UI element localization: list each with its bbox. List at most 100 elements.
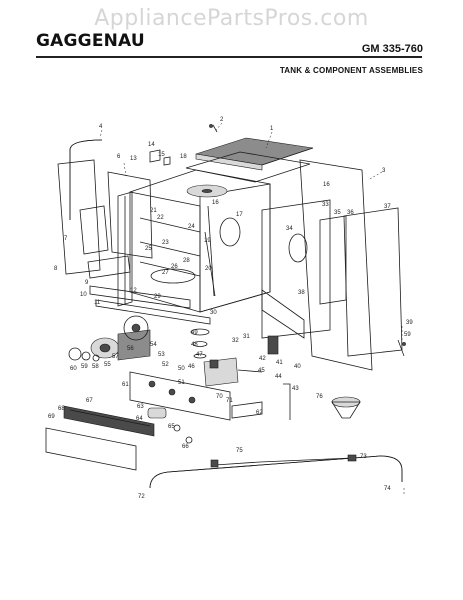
callout-8: 8 bbox=[54, 266, 58, 272]
callout-62: 62 bbox=[256, 410, 263, 416]
callout-35: 35 bbox=[334, 210, 341, 216]
callout-11: 11 bbox=[94, 300, 101, 306]
callout-27: 27 bbox=[162, 270, 169, 276]
part-vent-hose[interactable] bbox=[69, 139, 103, 220]
part-drain-tube[interactable] bbox=[283, 383, 291, 420]
callout-65: 65 bbox=[168, 424, 175, 430]
part-rear-bracket[interactable] bbox=[319, 215, 347, 305]
part-funnel[interactable] bbox=[331, 396, 361, 419]
callout-20: 20 bbox=[205, 266, 212, 272]
section-title: TANK & COMPONENT ASSEMBLIES bbox=[279, 66, 423, 75]
part-left-side-panel[interactable] bbox=[107, 171, 153, 259]
brand-logo: GAGGENAU bbox=[36, 31, 145, 51]
callout-46: 46 bbox=[188, 364, 195, 370]
callout-73: 73 bbox=[360, 454, 367, 460]
callout-69: 69 bbox=[48, 414, 55, 420]
callout-22: 22 bbox=[157, 215, 164, 221]
callout-74: 74 bbox=[384, 486, 391, 492]
callout-48: 48 bbox=[191, 342, 198, 348]
callout-59b: 59 bbox=[404, 332, 411, 338]
part-circulation-pump[interactable] bbox=[90, 315, 151, 361]
part-left-bracket[interactable] bbox=[79, 205, 131, 279]
callout-30: 30 bbox=[210, 310, 217, 316]
part-power-cord[interactable] bbox=[210, 454, 357, 468]
callout-33: 33 bbox=[322, 202, 329, 208]
callout-59: 59 bbox=[81, 364, 88, 370]
callout-56: 56 bbox=[127, 346, 134, 352]
callout-25: 25 bbox=[145, 246, 152, 252]
callout-55: 55 bbox=[104, 362, 111, 368]
part-control-bracket[interactable] bbox=[129, 371, 263, 421]
part-clips[interactable] bbox=[149, 124, 218, 166]
callout-2: 2 bbox=[220, 117, 224, 123]
callout-15: 15 bbox=[158, 152, 165, 158]
part-capacitor[interactable] bbox=[147, 407, 167, 419]
callout-45: 45 bbox=[258, 368, 265, 374]
callout-63: 63 bbox=[137, 404, 144, 410]
callout-75: 75 bbox=[236, 448, 243, 454]
part-inlet-hose[interactable] bbox=[149, 455, 403, 489]
callout-31: 31 bbox=[243, 334, 250, 340]
part-right-side-panel[interactable] bbox=[299, 159, 373, 371]
callout-26: 26 bbox=[171, 264, 178, 270]
part-right-outer-panel[interactable] bbox=[343, 207, 403, 357]
callout-38: 38 bbox=[298, 290, 305, 296]
callout-68: 68 bbox=[58, 406, 65, 412]
callout-50: 50 bbox=[178, 366, 185, 372]
callout-51: 51 bbox=[178, 380, 185, 386]
part-rack-rails[interactable] bbox=[139, 205, 216, 297]
callout-13: 13 bbox=[130, 156, 137, 162]
callout-44: 44 bbox=[275, 374, 282, 380]
callout-34: 34 bbox=[286, 226, 293, 232]
callout-54: 54 bbox=[150, 342, 157, 348]
callout-39: 39 bbox=[406, 320, 413, 326]
callout-29: 29 bbox=[154, 294, 161, 300]
callout-64: 64 bbox=[136, 416, 143, 422]
watermark-text: AppliancePartsPros.com bbox=[94, 6, 369, 31]
callout-18: 18 bbox=[180, 154, 187, 160]
part-screw[interactable] bbox=[397, 339, 406, 357]
part-kick-plate[interactable] bbox=[45, 405, 155, 471]
callout-61: 61 bbox=[122, 382, 129, 388]
part-left-skin[interactable] bbox=[57, 159, 101, 275]
callout-42: 42 bbox=[259, 356, 266, 362]
callout-41: 41 bbox=[276, 360, 283, 366]
callout-12: 12 bbox=[130, 288, 137, 294]
part-top-insulation[interactable] bbox=[185, 151, 311, 183]
callout-1: 1 bbox=[270, 126, 274, 132]
callout-24: 24 bbox=[188, 224, 195, 230]
leader-lines bbox=[99, 122, 405, 496]
callout-36: 36 bbox=[347, 210, 354, 216]
part-base-rail[interactable] bbox=[89, 285, 211, 325]
model-number: GM 335-760 bbox=[361, 43, 423, 55]
part-top-cover[interactable] bbox=[195, 137, 314, 171]
callout-66: 66 bbox=[182, 444, 189, 450]
callout-21: 21 bbox=[150, 208, 157, 214]
callout-57: 57 bbox=[112, 354, 119, 360]
callout-labels: 1 2 3 4 6 7 8 9 10 11 12 13 14 15 16 16 … bbox=[48, 117, 413, 500]
callout-7: 7 bbox=[64, 236, 68, 242]
callout-32: 32 bbox=[232, 338, 239, 344]
callout-47: 47 bbox=[196, 352, 203, 358]
part-water-softener[interactable] bbox=[190, 328, 263, 387]
callout-23: 23 bbox=[162, 240, 169, 246]
callout-9: 9 bbox=[85, 280, 89, 286]
part-door-frame[interactable] bbox=[117, 191, 133, 307]
callout-16b: 16 bbox=[212, 200, 219, 206]
callout-72: 72 bbox=[138, 494, 145, 500]
callout-43: 43 bbox=[292, 386, 299, 392]
callout-67: 67 bbox=[86, 398, 93, 404]
callout-58: 58 bbox=[92, 364, 99, 370]
callout-4: 4 bbox=[99, 124, 103, 130]
part-rear-mount[interactable] bbox=[261, 289, 305, 355]
callout-17: 17 bbox=[236, 212, 243, 218]
callout-6: 6 bbox=[117, 154, 121, 160]
part-fittings[interactable] bbox=[173, 424, 193, 444]
callout-10: 10 bbox=[80, 292, 87, 298]
part-pump-motor-parts[interactable] bbox=[68, 347, 100, 362]
part-wash-tank[interactable] bbox=[129, 169, 271, 313]
callout-16: 16 bbox=[323, 182, 330, 188]
callout-37: 37 bbox=[384, 204, 391, 210]
callout-71: 71 bbox=[226, 398, 233, 404]
